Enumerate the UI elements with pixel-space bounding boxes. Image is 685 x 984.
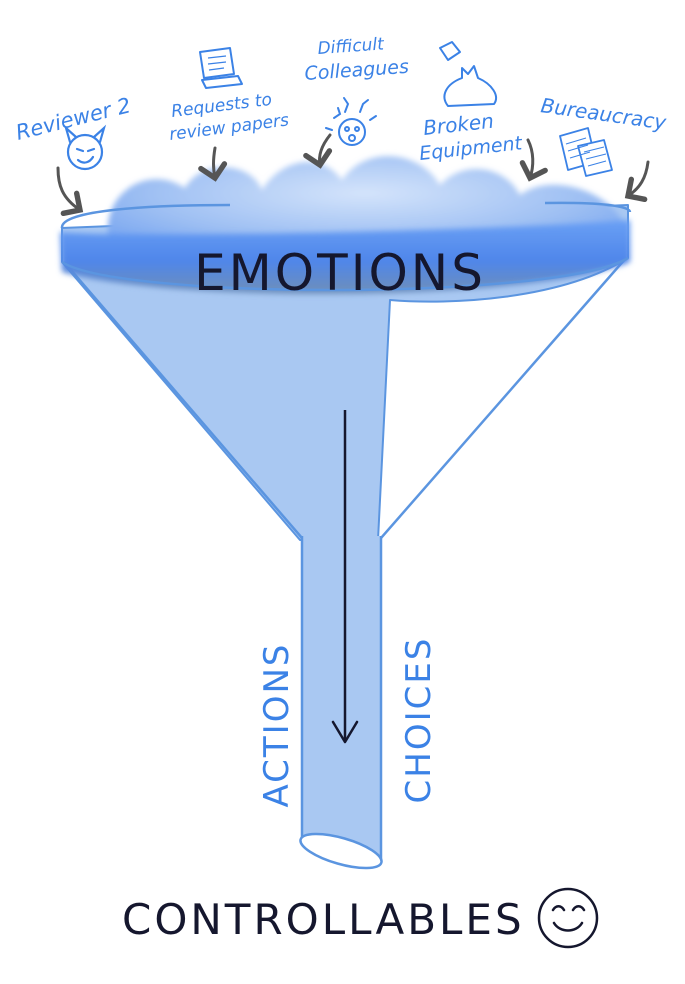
actions-label: ACTIONS <box>257 643 297 808</box>
broken-flask-icon <box>439 41 497 107</box>
controllables-label: CONTROLLABLES <box>122 895 525 944</box>
bureaucracy-label: Bureaucracy <box>539 93 668 134</box>
frazzled-face-icon <box>325 97 377 146</box>
choices-label: CHOICES <box>399 637 439 804</box>
source-bureaucracy: Bureaucracy <box>539 93 669 203</box>
colleagues-line2: Colleagues <box>304 56 410 85</box>
papers-icon <box>559 127 613 177</box>
flow-arrow <box>331 410 359 744</box>
reviewer-2-label: Reviewer 2 <box>13 93 133 145</box>
source-difficult-colleagues: Difficult Colleagues <box>303 34 410 169</box>
emotions-label: EMOTIONS <box>194 244 486 302</box>
laptop-icon <box>199 47 243 89</box>
devil-face-icon <box>63 124 107 171</box>
source-review-requests: Requests to review papers <box>168 47 290 182</box>
source-reviewer-2: Reviewer 2 <box>13 93 133 217</box>
source-broken-equipment: Broken Equipment <box>418 41 548 182</box>
smiley-face-icon <box>537 887 599 949</box>
emotions-cloud <box>60 156 632 294</box>
colleagues-line1: Difficult <box>317 34 386 59</box>
